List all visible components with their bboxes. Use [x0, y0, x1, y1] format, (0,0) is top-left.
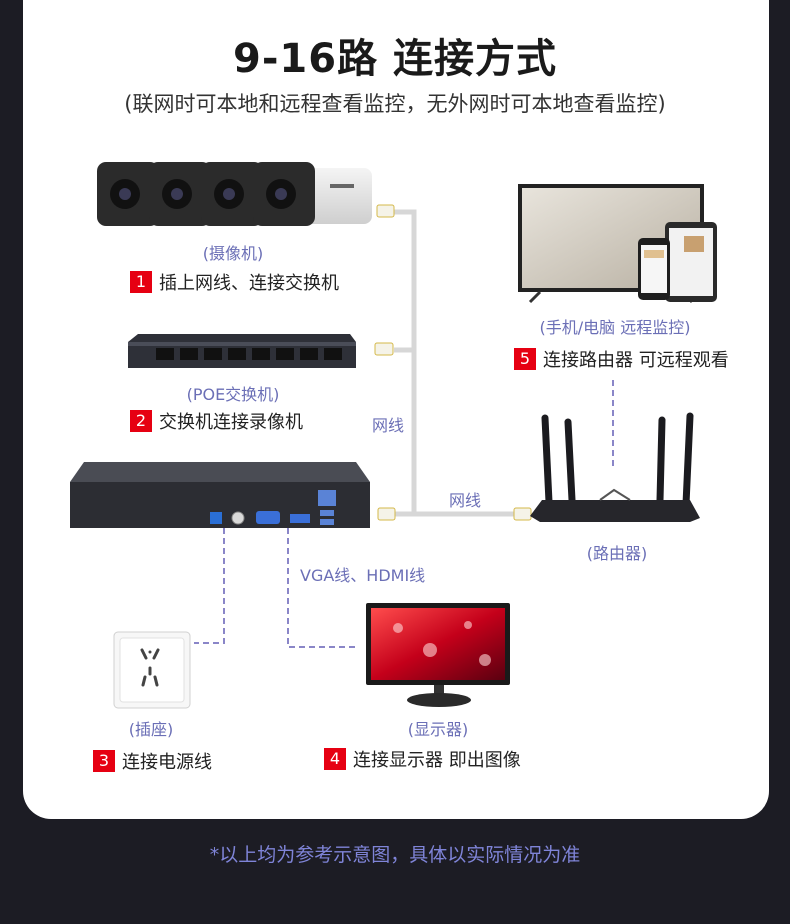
- camera-caption: (摄像机): [202, 244, 264, 263]
- nvr-recorder-icon: [70, 462, 370, 528]
- step-number: 2: [130, 410, 152, 432]
- dashed-cable: [194, 380, 614, 648]
- step-text: 连接电源线: [122, 752, 212, 773]
- socket-caption: (插座): [128, 720, 174, 739]
- remote-devices-icon: [518, 184, 717, 304]
- step-5: 5 连接路由器 可远程观看: [514, 346, 729, 372]
- step-number: 3: [93, 750, 115, 772]
- step-number: 1: [130, 271, 152, 293]
- step-number: 5: [514, 348, 536, 370]
- rj45-connector-icon: [374, 204, 532, 521]
- network-cable-label: 网线: [372, 416, 405, 435]
- step-number: 4: [324, 748, 346, 770]
- step-text: 连接路由器 可远程观看: [543, 350, 729, 371]
- wall-socket-icon: [113, 631, 191, 709]
- step-1: 1 插上网线、连接交换机: [130, 269, 339, 295]
- camera-icon: [97, 162, 372, 226]
- router-cable-label: 网线: [449, 491, 482, 510]
- footnote: *以上均为参考示意图，具体以实际情况为准: [209, 844, 581, 866]
- router-icon: [530, 412, 700, 522]
- remote-monitor-caption: (手机/电脑 远程监控): [539, 318, 691, 337]
- router-caption: (路由器): [586, 544, 648, 563]
- step-3: 3 连接电源线: [93, 748, 212, 774]
- poe-switch-icon: [128, 334, 356, 368]
- page-title: 9-16路 连接方式: [232, 36, 558, 82]
- poe-switch-caption: (POE交换机): [186, 385, 280, 404]
- step-text: 连接显示器 即出图像: [353, 750, 521, 771]
- monitor-icon: [366, 603, 510, 707]
- step-2: 2 交换机连接录像机: [130, 408, 303, 434]
- step-4: 4 连接显示器 即出图像: [324, 746, 521, 772]
- page-subtitle: (联网时可本地和远程查看监控，无外网时可本地查看监控): [124, 92, 666, 116]
- video-cable-label: VGA线、HDMI线: [300, 566, 426, 585]
- step-text: 插上网线、连接交换机: [159, 273, 339, 294]
- network-cable: [390, 209, 518, 517]
- step-text: 交换机连接录像机: [159, 412, 303, 433]
- monitor-caption: (显示器): [407, 720, 469, 739]
